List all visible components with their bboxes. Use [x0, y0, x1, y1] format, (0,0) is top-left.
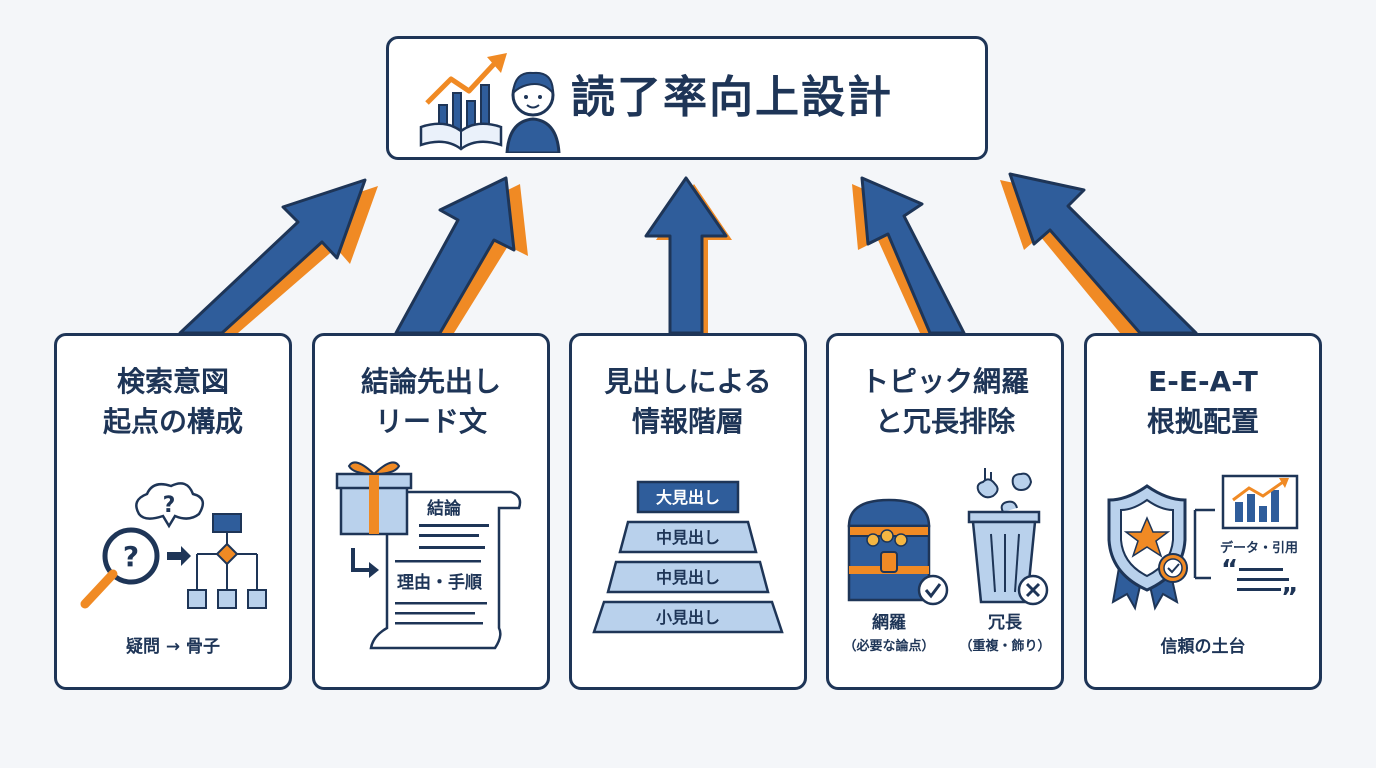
card-title-line1: E-E-A-T	[1148, 365, 1258, 398]
card-title-line2: 情報階層	[631, 405, 744, 438]
growth-reader-icon	[419, 53, 561, 153]
card-title-line1: 検索意図	[116, 365, 229, 398]
arrow-2	[394, 176, 528, 335]
treasure-trash-icon: 網羅 （必要な論点） 冗長 （重複・飾り）	[843, 468, 1051, 654]
label-data-citation: データ・引用	[1220, 540, 1298, 556]
label-conclusion: 結論	[427, 498, 462, 519]
card-title: トピック網羅 と冗長排除	[829, 362, 1061, 442]
heading-level-medium: 中見出し	[656, 528, 720, 547]
heading-level-small: 小見出し	[656, 608, 720, 627]
card-title: 検索意図 起点の構成	[57, 362, 289, 442]
page-title: 読了率向上設計	[571, 72, 893, 123]
card-title-line2: リード文	[374, 405, 487, 438]
card-title: 見出しによる 情報階層	[572, 362, 804, 442]
svg-text:”: ”	[1281, 583, 1298, 613]
card-heading-hierarchy: 見出しによる 情報階層 大見出し 中見出し 中見出し 小見出し	[569, 333, 807, 690]
card-conclusion-lead: 結論先出し リード文 結論 理由・手順	[312, 333, 550, 690]
heading-pyramid-icon: 大見出し 中見出し 中見出し 小見出し	[592, 480, 784, 634]
svg-text:?: ?	[123, 540, 139, 573]
card-title-line1: トピック網羅	[860, 365, 1029, 398]
heading-level-medium: 中見出し	[656, 568, 720, 587]
gift-scroll-icon: 結論 理由・手順	[335, 461, 522, 650]
card-title: E-E-A-T 根拠配置	[1087, 362, 1319, 442]
label-coverage: 網羅	[872, 612, 906, 633]
card-title-line1: 結論先出し	[360, 365, 501, 398]
arrow-1	[178, 178, 378, 335]
arrow-4	[852, 176, 966, 335]
shield-badge-icon: データ・引用 “ ”	[1107, 474, 1299, 613]
card-topic-coverage: トピック網羅 と冗長排除 網羅	[826, 333, 1064, 690]
card-search-intent: 検索意図 起点の構成 ? ? 疑問 → 骨子	[54, 333, 292, 690]
label-redundancy-sub: （重複・飾り）	[959, 638, 1050, 654]
card-eeat: E-E-A-T 根拠配置 データ・引用 “	[1084, 333, 1322, 690]
card-caption: 疑問 → 骨子	[125, 637, 221, 657]
heading-level-large: 大見出し	[656, 488, 720, 507]
card-caption: 信頼の土台	[1160, 637, 1246, 657]
card-title-line2: 根拠配置	[1146, 405, 1259, 438]
card-title-line2: 起点の構成	[102, 405, 243, 438]
label-coverage-sub: （必要な論点）	[843, 638, 934, 654]
question-to-structure-icon: ? ?	[80, 482, 267, 609]
arrow-3	[644, 176, 732, 335]
card-title-line1: 見出しによる	[604, 365, 772, 398]
title-box: 読了率向上設計	[386, 36, 988, 160]
card-title: 結論先出し リード文	[315, 362, 547, 442]
arrow-5	[1000, 172, 1198, 335]
svg-text:“: “	[1221, 555, 1238, 585]
svg-text:?: ?	[163, 493, 176, 518]
card-title-line2: と冗長排除	[874, 405, 1015, 438]
label-reason-steps: 理由・手順	[397, 572, 483, 593]
label-redundancy: 冗長	[988, 613, 1023, 633]
